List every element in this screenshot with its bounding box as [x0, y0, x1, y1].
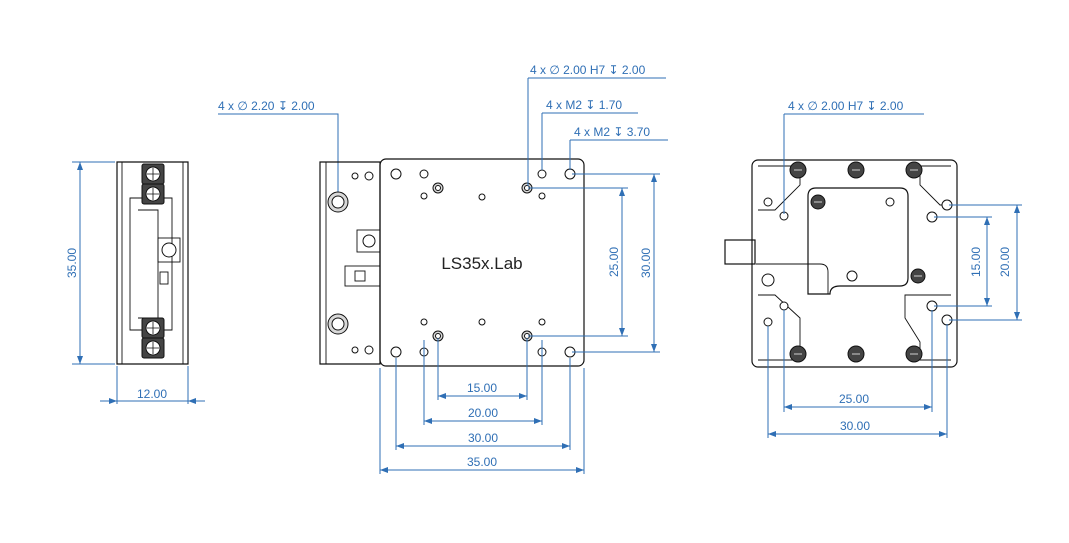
top-20-dimension: 20.00 [468, 406, 498, 420]
bottom-20-dimension: 20.00 [998, 247, 1012, 277]
bottom-pin-holes-callout: 4 x ∅ 2.00 H7 ↧ 2.00 [788, 99, 904, 113]
top-inner-vertical-dimension: 25.00 [607, 247, 621, 277]
bottom-15-dimension: 15.00 [969, 247, 983, 277]
top-m2-callout-b: 4 x M2 ↧ 3.70 [574, 125, 650, 139]
top-view-label: LS35x.Lab [441, 254, 522, 273]
side-height-dimension: 35.00 [65, 248, 79, 278]
side-view: 35.00 12.00 4 x ∅ 2.20 ↧ 2.00 [65, 99, 339, 404]
bottom-25-dimension: 25.00 [839, 392, 869, 406]
top-15-dimension: 15.00 [467, 381, 497, 395]
top-m2-callout-a: 4 x M2 ↧ 1.70 [546, 98, 622, 112]
top-outer-vertical-dimension: 30.00 [639, 248, 653, 278]
bottom-screws [789, 161, 926, 363]
top-30-dimension: 30.00 [468, 431, 498, 445]
bottom-view: 4 x ∅ 2.00 H7 ↧ 2.00 15.00 20.00 25.00 3… [724, 99, 1022, 438]
side-width-dimension: 12.00 [137, 387, 167, 401]
top-view: LS35x.Lab 4 x ∅ 2.00 H7 ↧ 2.00 4 x M2 ↧ … [319, 63, 668, 474]
top-pin-holes-callout: 4 x ∅ 2.00 H7 ↧ 2.00 [530, 63, 646, 77]
side-holes-callout: 4 x ∅ 2.20 ↧ 2.00 [218, 99, 315, 113]
bottom-30-dimension: 30.00 [840, 419, 870, 433]
top-35-dimension: 35.00 [467, 455, 497, 469]
